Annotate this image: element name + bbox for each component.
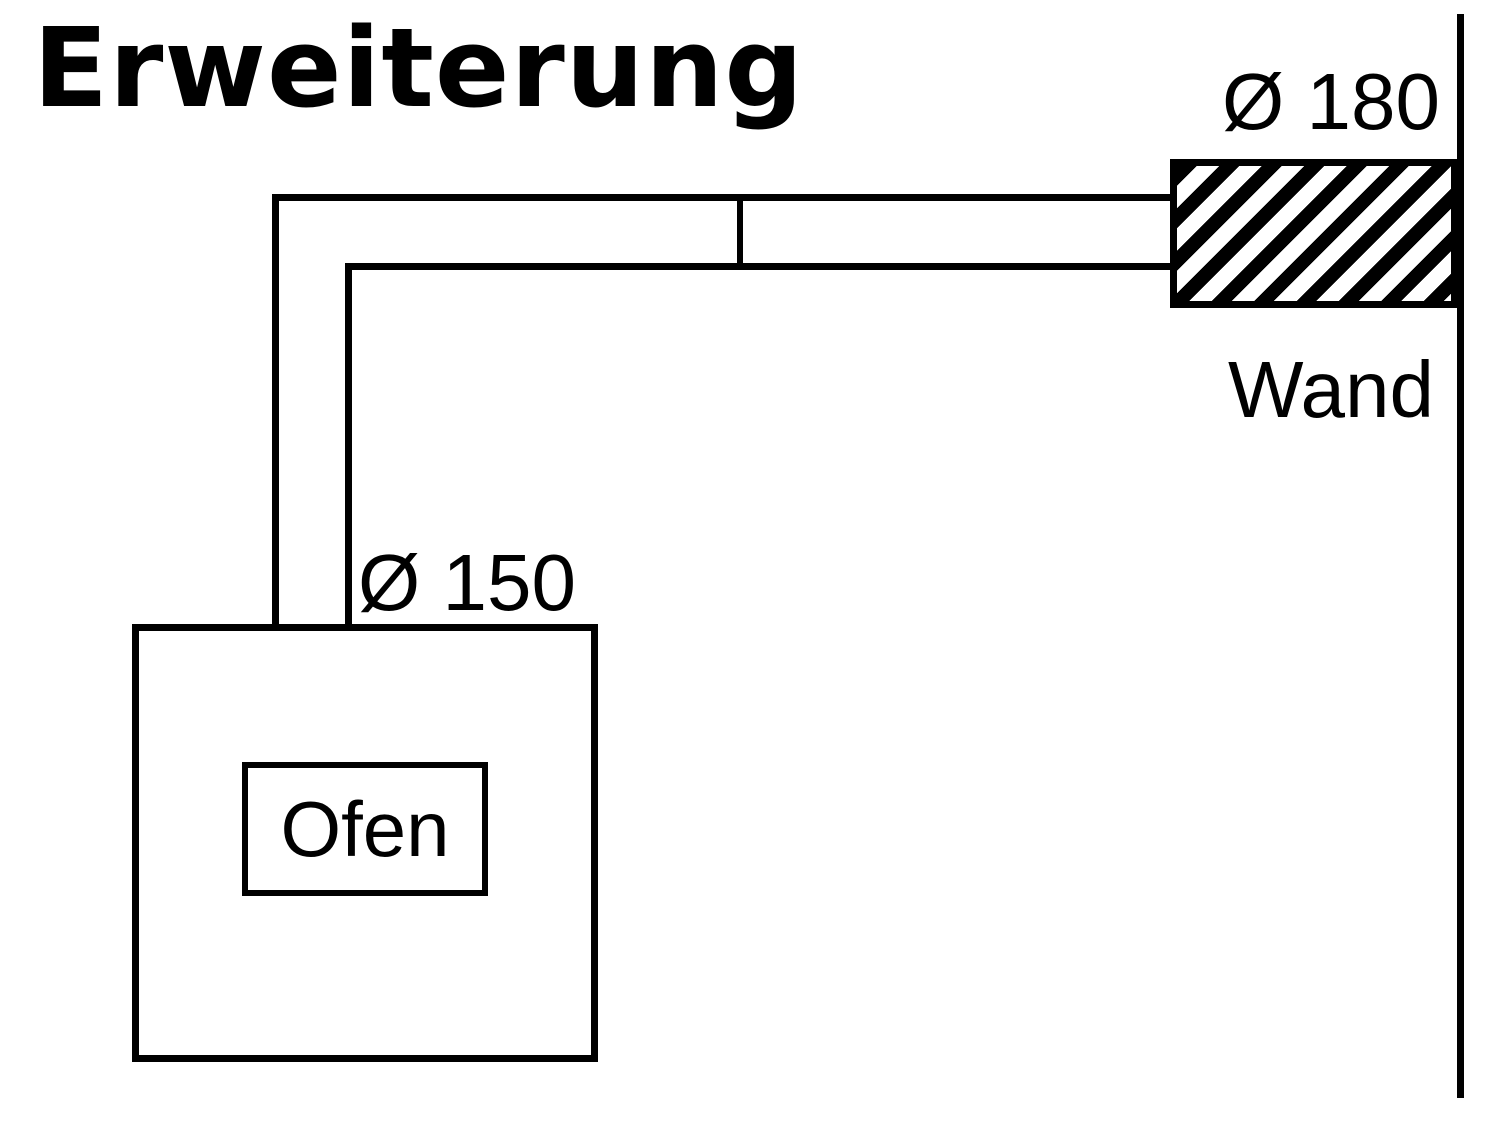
stove-label: Ofen bbox=[280, 785, 450, 873]
pipe-horizontal-top-line bbox=[272, 194, 1170, 201]
pipe-vertical-right-line bbox=[345, 263, 352, 631]
pipe-joint-seam-line bbox=[737, 194, 743, 270]
pipe-vertical-left-line bbox=[272, 194, 279, 631]
wall-label: Wand bbox=[1228, 345, 1435, 434]
pipe-horizontal-bottom-line bbox=[345, 263, 1170, 270]
wall-line bbox=[1457, 14, 1464, 1098]
pipe-diameter-label: Ø 150 bbox=[358, 538, 576, 627]
wall-opening-diameter-label: Ø 180 bbox=[1222, 57, 1440, 146]
page-title: Erweiterung bbox=[33, 4, 805, 132]
wall-opening-hatch-block bbox=[1170, 159, 1458, 308]
stove-label-box: Ofen bbox=[242, 762, 488, 896]
